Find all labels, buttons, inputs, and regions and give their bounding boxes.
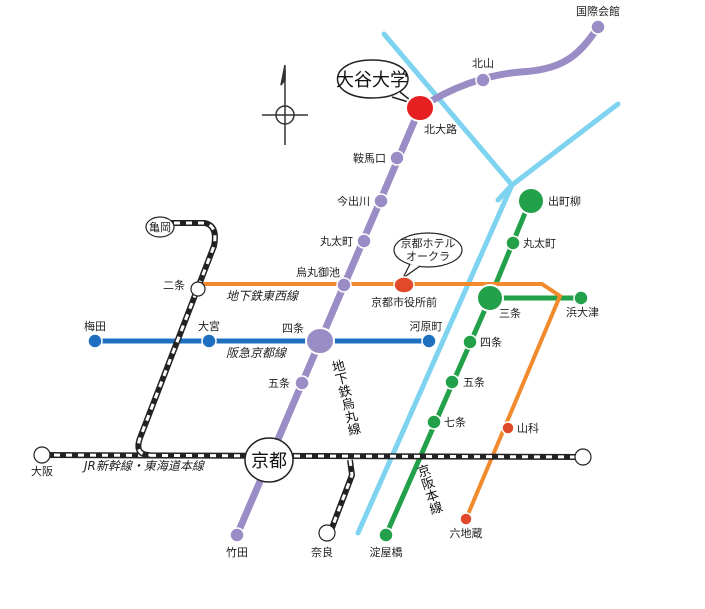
station-sanjo	[476, 284, 504, 312]
station-marutamachi	[356, 233, 372, 249]
label-hamaotsu: 浜大津	[566, 305, 599, 319]
otani-university-callout: 大谷大学	[336, 59, 416, 105]
station-karasuma-oike	[336, 277, 352, 293]
otani-label: 大谷大学	[336, 70, 408, 91]
tozai-main	[196, 282, 563, 521]
station-nijo	[190, 281, 206, 297]
river-line-1	[381, 31, 515, 188]
station-gojo	[294, 375, 310, 391]
label-line-hankyu: 阪急京都線	[226, 346, 288, 360]
label-yodoyabashi: 淀屋橋	[370, 545, 403, 559]
label-yamashina: 山科	[517, 421, 539, 435]
label-demachiyanagi: 出町柳	[548, 194, 581, 208]
station-kyoto	[244, 437, 294, 483]
station-nara	[318, 524, 336, 542]
label-kameoka: 亀岡	[149, 220, 171, 234]
label-kawaramachi: 河原町	[410, 320, 443, 333]
label-takeda: 竹田	[226, 545, 248, 559]
label-shichijo: 七条	[444, 415, 466, 429]
label-marutamachi: 丸太町	[320, 235, 353, 248]
label-imadegawa: 今出川	[337, 194, 370, 208]
karasuma-stations	[229, 19, 606, 543]
station-takeda	[229, 527, 245, 543]
label-karasuma-oike: 烏丸御池	[296, 265, 340, 279]
river-line-2	[509, 101, 621, 188]
station-umeda	[87, 333, 103, 349]
label-nijo: 二条	[163, 278, 185, 292]
keihan-stations	[378, 235, 589, 543]
label-line-keihan: 京阪本線	[413, 463, 444, 518]
jr-main-base	[41, 452, 584, 460]
label-shiyakusho: 京都市役所前	[371, 295, 437, 309]
station-demachiyanagi	[517, 187, 545, 215]
karasuma-north	[416, 23, 602, 112]
label-shijo: 四条	[282, 321, 304, 335]
compass-icon	[262, 64, 308, 145]
label-shijo-k: 四条	[480, 335, 502, 349]
station-kitayama	[475, 72, 491, 88]
hotel-label-2: オークラ	[406, 250, 450, 263]
station-kokusai	[590, 19, 606, 35]
river-line-4	[495, 182, 515, 203]
label-omiya: 大宮	[198, 319, 220, 333]
label-gojo-k: 五条	[463, 375, 485, 389]
station-labels: 国際会館 北山 北大路 鞍馬口 今出川 丸太町 烏丸御池 四条 五条 竹田 京都…	[31, 4, 620, 559]
hotel-label-1: 京都ホテル	[401, 236, 456, 250]
label-kitayama: 北山	[472, 57, 494, 70]
station-right-end	[574, 448, 592, 466]
station-imadegawa	[373, 193, 389, 209]
station-shijo-karasuma	[305, 327, 335, 355]
jr-stations	[33, 216, 592, 542]
label-sanjo: 三条	[499, 306, 521, 320]
station-hamaotsu	[573, 290, 589, 306]
station-kameoka	[145, 216, 175, 238]
station-shiyakusho	[393, 276, 415, 294]
station-kitaoji	[405, 94, 435, 122]
label-line-karasuma: 地下鉄烏丸線	[328, 358, 362, 438]
hankyu-stations	[87, 333, 437, 349]
station-osaka	[33, 446, 51, 464]
label-kyoto: 京都	[251, 451, 287, 472]
station-yamashina	[501, 421, 515, 435]
river-line-3	[355, 182, 515, 536]
station-shijo-k	[462, 334, 478, 350]
station-rokujizo	[459, 512, 473, 526]
label-umeda: 梅田	[84, 319, 106, 333]
hotel-callout: 京都ホテル オークラ	[393, 232, 463, 279]
station-marutamachi-k	[505, 235, 521, 251]
label-kuramaguchi: 鞍馬口	[353, 151, 386, 165]
station-omiya	[201, 333, 217, 349]
station-gojo-k	[444, 374, 460, 390]
jr-line	[41, 220, 584, 535]
jr-nara-dash	[328, 459, 354, 534]
label-gojo: 五条	[268, 376, 290, 390]
label-kokusai: 国際会館	[576, 4, 620, 18]
label-kitaoji: 北大路	[424, 122, 457, 136]
label-line-tozai: 地下鉄東西線	[226, 289, 300, 303]
station-shichijo	[426, 414, 442, 430]
label-line-jr: JR新幹線・東海道本線	[82, 459, 206, 473]
station-kawaramachi	[421, 333, 437, 349]
label-nara: 奈良	[311, 545, 333, 559]
label-marutamachi-k: 丸太町	[523, 237, 556, 250]
jr-sagano-dash	[136, 221, 217, 457]
label-rokujizo: 六地蔵	[450, 527, 483, 540]
label-osaka: 大阪	[31, 464, 53, 478]
tozai-line	[196, 282, 563, 521]
river-lines	[355, 31, 621, 536]
station-kuramaguchi	[389, 150, 405, 166]
station-yodoyabashi	[378, 527, 394, 543]
